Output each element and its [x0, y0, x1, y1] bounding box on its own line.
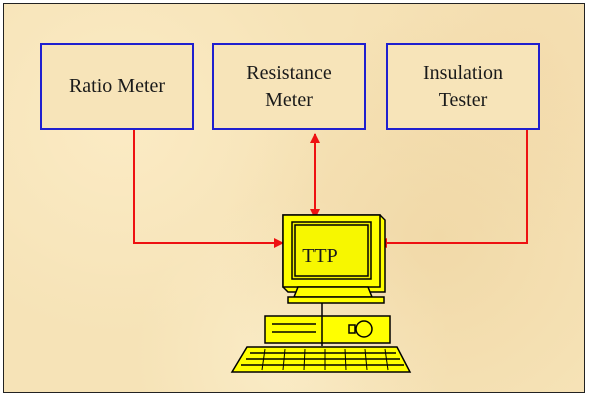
insulation-tester-node: Insulation Tester: [386, 43, 540, 130]
ttp-label: TTP: [302, 245, 338, 267]
edge-insulation-to-ttp: [377, 130, 528, 248]
edge-ratio-to-ttp: [133, 130, 284, 248]
resistance-meter-label: Resistance Meter: [246, 61, 332, 111]
resistance-meter-node: Resistance Meter: [212, 43, 366, 130]
ratio-meter-label: Ratio Meter: [68, 75, 166, 97]
ratio-meter-node: Ratio Meter: [40, 43, 194, 130]
computer-icon: [230, 214, 412, 373]
insulation-tester-label: Insulation Tester: [423, 61, 503, 111]
